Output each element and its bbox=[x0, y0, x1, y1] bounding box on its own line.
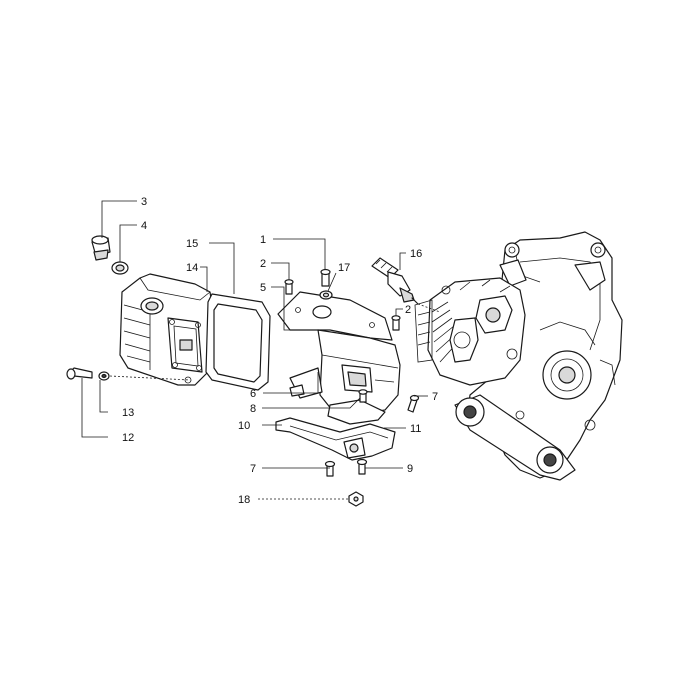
callout-8: 8 bbox=[250, 403, 256, 415]
callout-4: 4 bbox=[141, 220, 147, 232]
callout-11: 11 bbox=[410, 423, 421, 435]
valve-cover-gasket bbox=[205, 293, 271, 391]
nut-18 bbox=[348, 491, 364, 507]
oil-filler-washer bbox=[111, 261, 129, 275]
callout-9: 9 bbox=[407, 463, 413, 475]
cylinder-shroud bbox=[289, 329, 401, 416]
callout-10: 10 bbox=[238, 420, 250, 432]
callout-1: 1 bbox=[260, 234, 266, 246]
callout-6: 6 bbox=[250, 388, 256, 400]
leader-lines bbox=[81, 200, 441, 500]
bolt-9 bbox=[356, 458, 368, 475]
cover-bolt bbox=[66, 367, 93, 380]
screw-17 bbox=[319, 290, 333, 300]
callout-12: 12 bbox=[122, 432, 134, 444]
callout-17: 17 bbox=[338, 262, 350, 274]
callout-13: 13 bbox=[122, 407, 134, 419]
callout-18: 18 bbox=[238, 494, 250, 506]
spark-plug bbox=[371, 257, 419, 305]
screw-2-left bbox=[284, 279, 294, 295]
shroud-clip bbox=[289, 384, 305, 397]
callout-3: 3 bbox=[141, 196, 147, 208]
callout-15: 15 bbox=[186, 238, 198, 250]
callout-5: 5 bbox=[260, 282, 266, 294]
bolt-8 bbox=[358, 389, 368, 403]
callout-7-right: 7 bbox=[432, 391, 438, 403]
callout-14: 14 bbox=[186, 262, 198, 274]
shroud-top-bracket bbox=[277, 291, 393, 341]
callout-labels: 3 4 15 14 1 2 5 17 16 2 6 7 8 10 11 7 9 … bbox=[122, 196, 438, 506]
cylinder-head bbox=[414, 277, 526, 386]
screw-2-right bbox=[391, 315, 401, 331]
oil-filler-cap bbox=[91, 235, 111, 261]
callout-16: 16 bbox=[410, 248, 422, 260]
callout-2-right: 2 bbox=[405, 304, 411, 316]
cover-bolt-washer bbox=[98, 371, 110, 381]
bolt-7-right bbox=[407, 394, 420, 413]
bolt-7-lower bbox=[324, 460, 336, 477]
callout-7-lower: 7 bbox=[250, 463, 256, 475]
shroud-bottom-cover bbox=[275, 417, 396, 461]
callout-2-left: 2 bbox=[260, 258, 266, 270]
valve-cover bbox=[119, 273, 213, 386]
screw-1 bbox=[320, 268, 331, 287]
